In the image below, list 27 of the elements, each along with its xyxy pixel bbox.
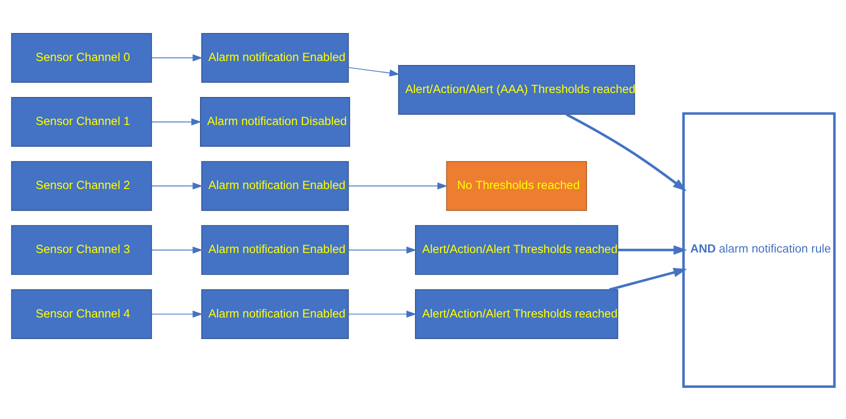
arrow [348, 66, 400, 76]
arrow [348, 246, 417, 254]
node-box: Sensor Channel 3 [11, 224, 152, 274]
node-box: Alert/Action/Alert Thresholds reached [414, 288, 618, 338]
arrow [566, 112, 686, 191]
node-box: Sensor Channel 2 [11, 160, 152, 210]
arrow [618, 244, 688, 254]
node-box: Alarm notification Enabled [201, 32, 349, 82]
arrow [348, 182, 448, 190]
arrow [151, 310, 203, 318]
node-box: Sensor Channel 0 [11, 32, 152, 82]
node-box: No Thresholds reached [446, 160, 587, 210]
arrow [151, 118, 202, 125]
arrow [151, 246, 203, 254]
node-box: Sensor Channel 1 [11, 96, 152, 146]
arrow [151, 54, 203, 61]
node-box: Alert/Action/Alert (AAA) Thresholds reached [398, 64, 636, 114]
node-box: Alert/Action/Alert Thresholds reached [414, 224, 618, 274]
arrow [609, 267, 688, 290]
arrow [151, 182, 203, 190]
node-box: Alarm notification Enabled [201, 288, 349, 338]
node-box: AND alarm notification rule [682, 112, 836, 388]
arrow [348, 310, 417, 318]
node-box: Alarm notification Enabled [201, 224, 349, 274]
node-box: Alarm notification Enabled [201, 160, 349, 210]
node-box: Sensor Channel 4 [11, 288, 152, 338]
node-box: Alarm notification Disabled [200, 96, 350, 146]
